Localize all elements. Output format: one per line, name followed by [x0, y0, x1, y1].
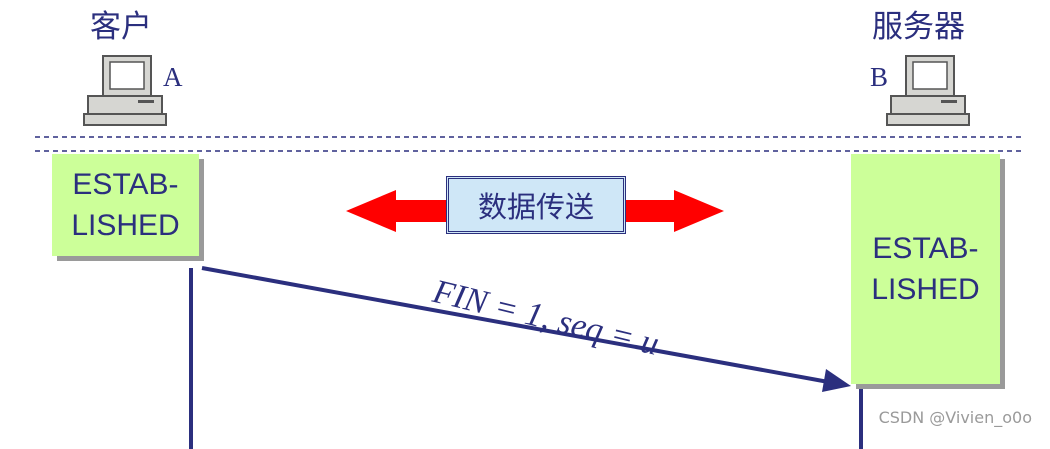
client-label: 客户	[90, 9, 152, 45]
server-state-box: ESTAB- LISHED	[851, 154, 1000, 384]
bidirectional-arrow	[346, 190, 724, 232]
server-computer-icon	[886, 55, 970, 126]
client-letter: A	[163, 62, 183, 92]
server-state-line1: ESTAB-	[872, 232, 979, 265]
client-state-line1: ESTAB-	[72, 168, 179, 201]
fin-segment-arrow	[201, 266, 851, 392]
data-transfer-label: 数据传送	[477, 190, 594, 224]
server-label: 服务器	[872, 9, 965, 45]
client-state-box: ESTAB- LISHED	[52, 154, 199, 256]
server-letter: B	[870, 62, 889, 92]
watermark: CSDN @Vivien_o0o	[878, 408, 1032, 427]
data-transfer-box: 数据传送	[446, 176, 626, 234]
client-state-line2: LISHED	[71, 209, 180, 242]
client-computer-icon	[83, 55, 167, 126]
server-state-line2: LISHED	[871, 273, 980, 306]
